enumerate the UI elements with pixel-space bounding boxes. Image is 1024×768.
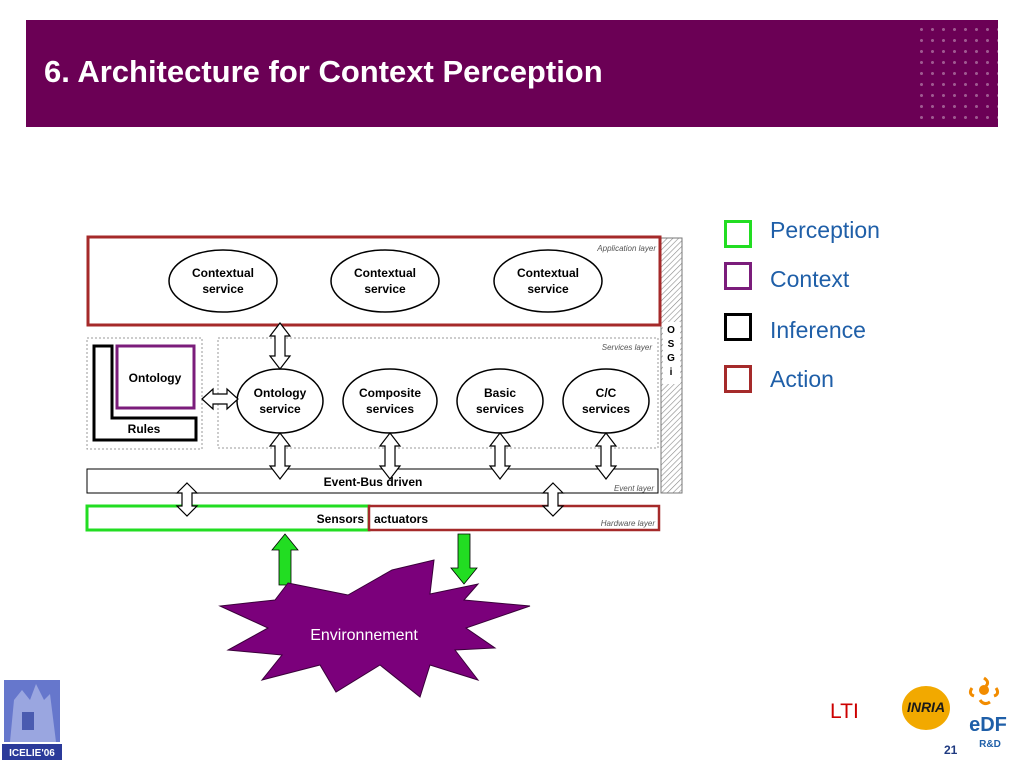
action-down-arrow <box>450 533 478 585</box>
ontology-service: Ontology service <box>236 368 324 434</box>
contextual-service-2: Contextual service <box>330 249 440 313</box>
double-arrow-cc-bus <box>594 432 618 480</box>
double-arrow-kb-ontology-service <box>201 387 239 411</box>
contextual-service-3: Contextual service <box>493 249 603 313</box>
double-arrow-bus-sensors <box>175 482 199 517</box>
knowledge-base-box <box>86 337 203 450</box>
composite-services-line2: services <box>366 402 414 416</box>
contextual-service-1: Contextual service <box>168 249 278 313</box>
application-layer-label: Application layer <box>596 244 656 253</box>
legend-context-label: Context <box>770 266 850 292</box>
sensors-label: Sensors <box>317 512 365 526</box>
cc-services-line1: C/C <box>596 386 617 400</box>
legend-action-label: Action <box>770 366 834 392</box>
edf-logo-text: eDF <box>969 714 1007 736</box>
slide-header: 6. Architecture for Context Perception <box>26 20 998 127</box>
actuators-label: actuators <box>374 512 428 526</box>
edf-logo-sub: R&D <box>979 739 1001 750</box>
edf-logo: eDF R&D <box>968 676 1007 750</box>
ontology-box <box>115 344 196 410</box>
double-arrow-app-ontology <box>268 322 292 370</box>
header-dot-pattern <box>912 20 998 127</box>
composite-services-line1: Composite <box>359 386 421 400</box>
double-arrow-composite-bus <box>378 432 402 480</box>
environment-star <box>218 559 531 698</box>
osgi-letter-i: i <box>670 367 673 378</box>
event-bus-label: Event-Bus driven <box>324 475 423 489</box>
icelie-logo: ICELIE'06 <box>2 680 62 760</box>
legend-inference-swatch <box>724 313 752 341</box>
services-layer-label: Services layer <box>602 343 653 352</box>
event-layer-label: Event layer <box>614 484 654 493</box>
icelie-logo-text: ICELIE'06 <box>9 748 55 759</box>
lti-label: LTI <box>830 700 859 723</box>
page-number: 21 <box>944 743 958 757</box>
contextual-service-2-line2: service <box>364 282 406 296</box>
basic-services-line1: Basic <box>484 386 516 400</box>
legend-perception-swatch <box>724 220 752 248</box>
osgi-letter-s: S <box>668 339 675 350</box>
legend-inference-label: Inference <box>770 317 866 343</box>
rules-bracket <box>92 344 198 442</box>
contextual-service-2-line1: Contextual <box>354 266 416 280</box>
environment-label: Environnement <box>310 627 418 644</box>
basic-services: Basic services <box>456 368 544 434</box>
double-arrow-basic-bus <box>488 432 512 480</box>
legend-action-swatch <box>724 365 752 393</box>
inria-logo: INRIA <box>902 686 950 730</box>
osgi-letter-g: G <box>667 353 675 364</box>
slide-title: 6. Architecture for Context Perception <box>44 54 603 89</box>
cc-services: C/C services <box>562 368 650 434</box>
sensors-box <box>85 504 371 532</box>
contextual-service-3-line2: service <box>527 282 569 296</box>
contextual-service-1-line1: Contextual <box>192 266 254 280</box>
composite-services: Composite services <box>342 368 438 434</box>
osgi-letter-o: O <box>667 325 675 336</box>
inria-logo-text: INRIA <box>907 699 945 715</box>
ontology-service-line1: Ontology <box>254 386 307 400</box>
contextual-service-1-line2: service <box>202 282 244 296</box>
osgi-label-bg <box>663 322 680 384</box>
double-arrow-bus-actuators <box>541 482 565 517</box>
cc-services-line2: services <box>582 402 630 416</box>
legend-perception-label: Perception <box>770 217 880 243</box>
perception-up-arrow <box>271 533 299 586</box>
actuators-box <box>367 504 661 532</box>
ontology-label: Ontology <box>129 371 182 385</box>
services-layer-box <box>217 337 659 449</box>
ontology-service-line2: service <box>259 402 301 416</box>
hardware-layer-label: Hardware layer <box>601 519 656 528</box>
contextual-service-3-line1: Contextual <box>517 266 579 280</box>
basic-services-line2: services <box>476 402 524 416</box>
double-arrow-ontology-bus <box>268 432 292 480</box>
legend-context-swatch <box>724 262 752 290</box>
rules-label: Rules <box>128 422 161 436</box>
